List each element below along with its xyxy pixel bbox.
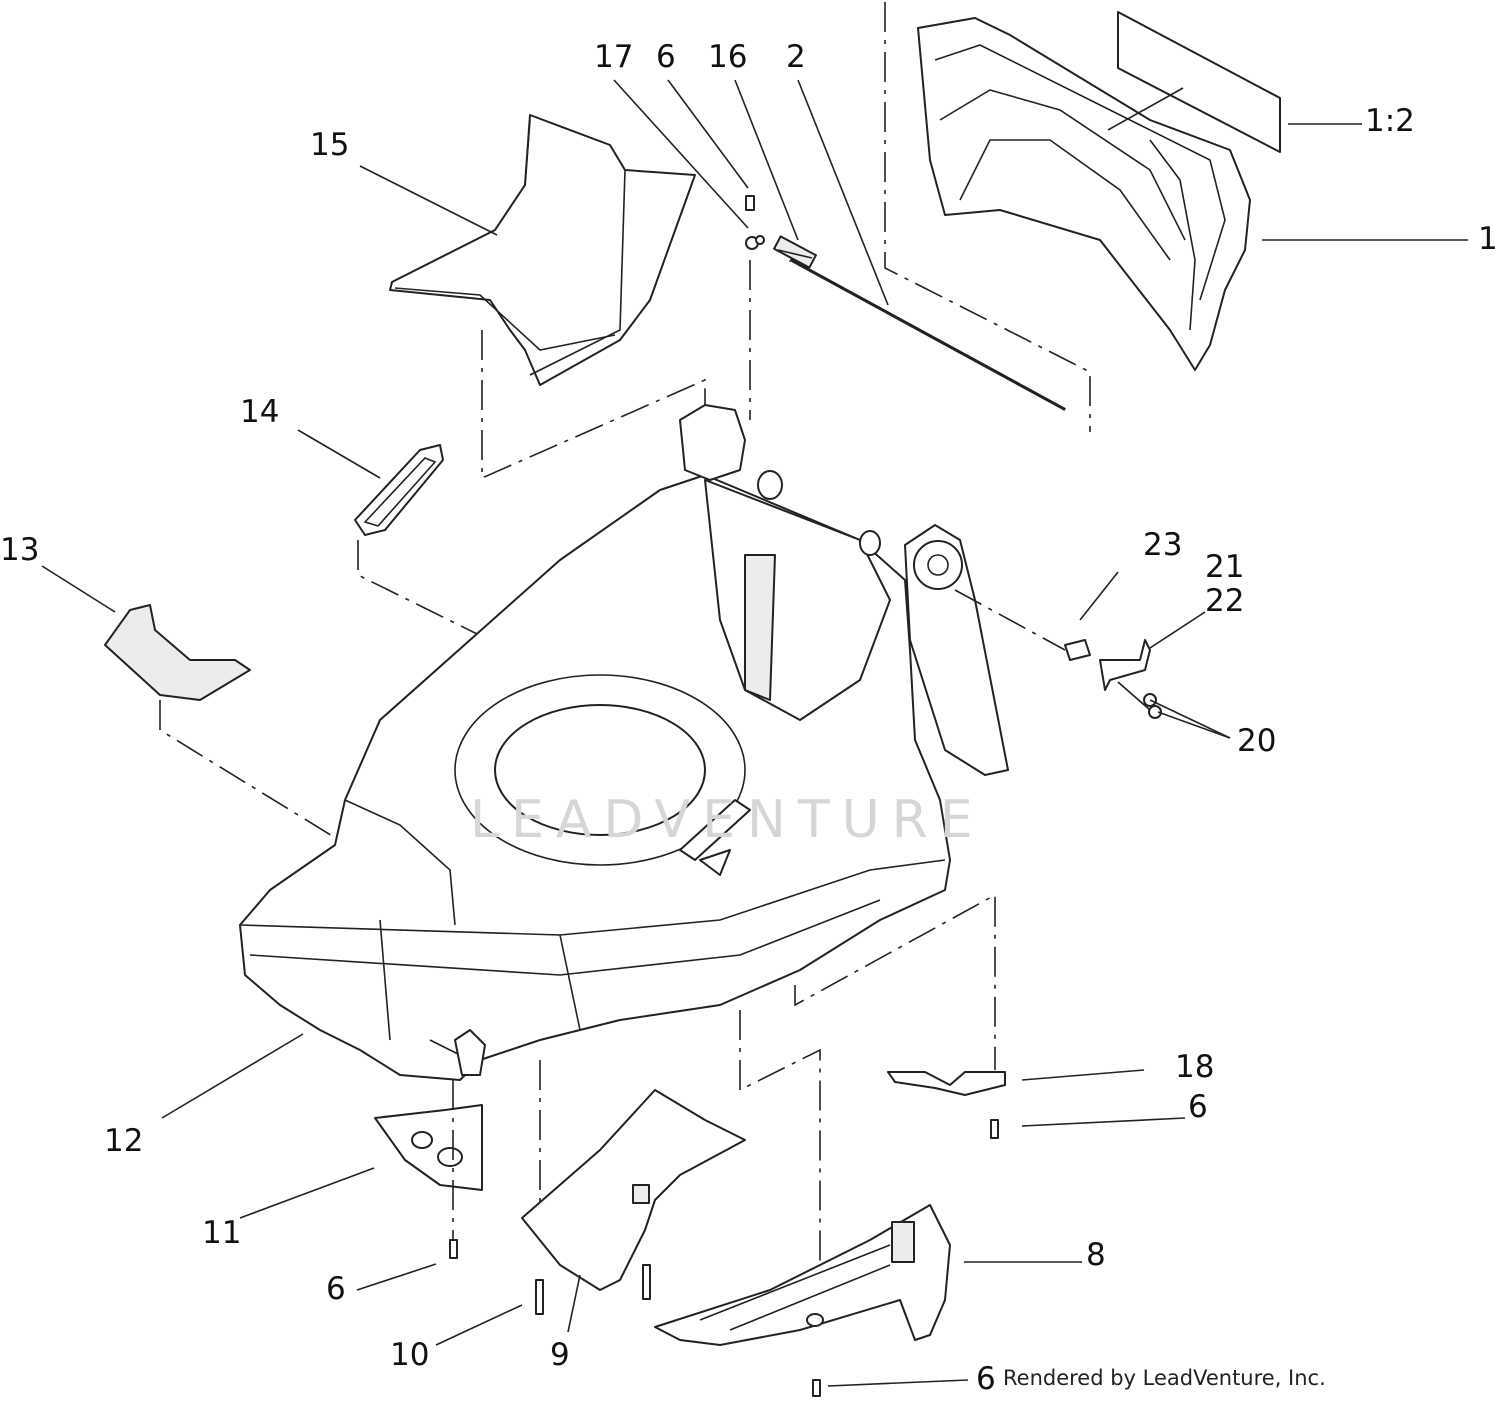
part-bracket bbox=[354, 444, 444, 536]
callout-6-right: 6 bbox=[1188, 1089, 1208, 1125]
callout-6-left: 6 bbox=[326, 1271, 346, 1307]
callout-13: 13 bbox=[0, 532, 40, 568]
callout-1: 1 bbox=[1478, 221, 1498, 257]
callout-23: 23 bbox=[1143, 527, 1183, 563]
callout-16: 16 bbox=[708, 39, 748, 75]
callout-6-top: 6 bbox=[656, 39, 676, 75]
callout-14: 14 bbox=[240, 394, 280, 430]
callout-21: 21 bbox=[1205, 549, 1245, 585]
callout-12: 12 bbox=[104, 1123, 144, 1159]
callout-20: 20 bbox=[1237, 723, 1277, 759]
part-lower-guard bbox=[654, 1204, 951, 1346]
callout-15: 15 bbox=[310, 127, 350, 163]
callout-1-2: 1:2 bbox=[1365, 103, 1415, 139]
callout-2: 2 bbox=[786, 39, 806, 75]
part-rear-flap bbox=[917, 17, 1251, 371]
callout-8: 8 bbox=[1086, 1237, 1106, 1273]
watermark: LEADVENTURE bbox=[470, 790, 985, 850]
leader-lines bbox=[41, 79, 1468, 1387]
part-pivot-hardware bbox=[954, 589, 1162, 719]
callout-22: 22 bbox=[1205, 583, 1245, 619]
callout-9: 9 bbox=[550, 1337, 570, 1373]
callout-17: 17 bbox=[594, 39, 634, 75]
part-front-bracket bbox=[374, 1104, 483, 1191]
part-plate bbox=[887, 1071, 1006, 1096]
credit-text: Rendered by LeadVenture, Inc. bbox=[1003, 1366, 1326, 1390]
callout-18: 18 bbox=[1175, 1049, 1215, 1085]
part-rod-spring bbox=[745, 195, 1066, 413]
part-deck-housing bbox=[239, 404, 1009, 1081]
callout-11: 11 bbox=[202, 1215, 242, 1251]
part-front-decal bbox=[104, 604, 251, 701]
callout-10: 10 bbox=[390, 1337, 430, 1373]
part-baffle bbox=[389, 114, 696, 386]
part-decal-label bbox=[1117, 11, 1281, 153]
callout-6-bottom: 6 bbox=[976, 1361, 996, 1397]
part-deflector bbox=[521, 1089, 746, 1291]
